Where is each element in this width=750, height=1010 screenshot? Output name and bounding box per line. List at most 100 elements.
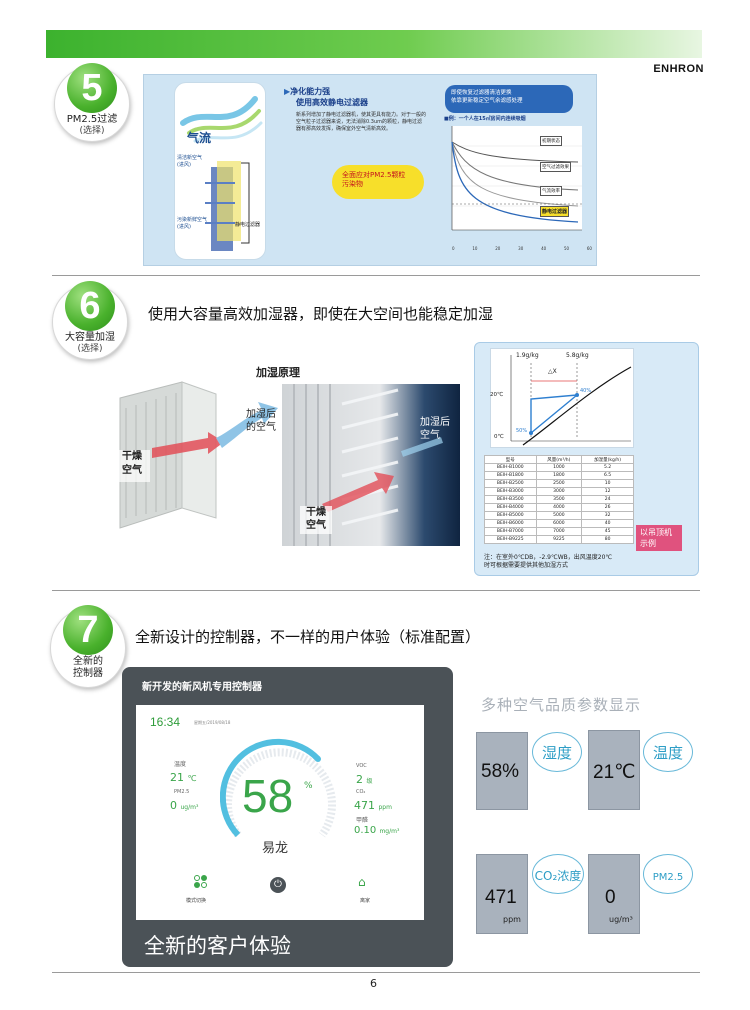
section-6-badge: 6 大容量加湿 (选择) [52, 281, 128, 360]
controller-screen: 16:34 星期五/2019/08/18 58 % 易龙 温度 21 ℃ PM2… [136, 705, 424, 920]
filter-label: 静电过滤器 [235, 222, 261, 228]
co2-label: CO₂ [356, 789, 366, 795]
pm-label: PM2.5 [174, 789, 190, 795]
home-label: 离家 [360, 898, 371, 904]
dry-air-label-2: 干燥 空气 [300, 506, 332, 534]
hcho-value: 0.10 mg/m³ [354, 825, 400, 836]
section-5-number: 5 [67, 63, 117, 113]
co2-value: 471 ppm [354, 799, 392, 812]
airflow-title: 气流 [187, 131, 212, 145]
home-icon[interactable]: ⌂ [358, 875, 366, 889]
chart-delta: △X [548, 368, 557, 375]
humidity-tile-value: 58% [481, 761, 520, 782]
pm25-tile: 0 ug/m³ [588, 854, 640, 934]
co2-tile-value: 471 [485, 887, 517, 908]
co2-tile-unit: ppm [503, 915, 521, 924]
humid-air-label-2: 加湿后 空气 [420, 417, 450, 441]
params-title: 多种空气品质参数显示 [481, 696, 642, 714]
chart-0c: 0℃ [494, 434, 504, 440]
table-header: 加湿量(kg/h) [581, 455, 634, 464]
airflow-card: 气流 清洁新空气 (进风) 污染新鲜空气 (进风) 静电过滤器 [174, 82, 266, 260]
co2-tile-label: CO₂浓度 [532, 854, 584, 894]
airflow-waves-icon [180, 96, 263, 143]
hcho-label: 甲醛 [356, 817, 369, 824]
voc-value: 2 级 [356, 773, 373, 786]
ceiling-unit-badge: 以吊顶机 示例 [636, 525, 682, 551]
humidity-gauge-icon [220, 738, 336, 838]
graph-label-flow: 气流效率 [540, 186, 562, 196]
device-caption: 全新的客户体验 [144, 934, 291, 958]
chart-50: 50% [516, 428, 528, 434]
feature-description: 新系列增加了静电过滤器机，使其更具有能力。对于一般的空气粒子过滤器来说，无法消除… [296, 112, 427, 132]
graph-label-air: 空气过滤效果 [540, 162, 571, 172]
filter-diagram-icon [205, 161, 250, 251]
section-7-heading: 全新设计的控制器，不一样的用户体验（标准配置） [135, 628, 481, 646]
section-6-heading: 使用大容量高效加湿器，即使在大空间也能稳定加湿 [148, 305, 494, 323]
pm25-tile-unit: ug/m³ [609, 915, 633, 924]
screen-date: 星期五/2019/08/18 [194, 720, 231, 725]
table-header-row: 型号 风量(m³/h) 加湿量(kg/h) [484, 455, 634, 464]
feature-title-1: ▶净化能力强 [284, 87, 331, 96]
chart-40: 40% [580, 388, 592, 394]
header-band [46, 30, 702, 58]
temperature-tile: 21℃ [588, 730, 640, 810]
filter-bubble: 即使恢复过滤器清洁更换 依靠更新稳定空气余滤感处理 [445, 85, 573, 113]
section-7-label: 全新的 控制器 [73, 656, 103, 679]
humidity-tile-label: 湿度 [532, 732, 582, 772]
humidity-unit: % [304, 781, 313, 791]
dry-air-label-1: 干燥 空气 [114, 450, 150, 482]
brand-name: ENHRON [653, 63, 704, 75]
co2-tile: 471 ppm [476, 854, 528, 934]
temperature-tile-label: 温度 [643, 732, 693, 772]
temperature-tile-value: 21℃ [593, 762, 636, 783]
graph-label-electrostatic: 静电过滤器 [540, 206, 570, 217]
temp-label: 温度 [174, 761, 187, 768]
pm25-tile-label: PM2.5 [643, 854, 693, 894]
section-7-number: 7 [63, 605, 113, 655]
clean-air-label: 清洁新空气 (进风) [177, 155, 203, 168]
chart-right-value: 5.8g/kg [566, 352, 589, 359]
power-icon[interactable]: ⏻ [270, 877, 286, 893]
mode-label: 模式切换 [186, 898, 207, 904]
section-6-sublabel: (选择) [77, 344, 103, 354]
section-5-sublabel: (选择) [79, 126, 105, 136]
divider-2 [52, 590, 700, 591]
humidity-value: 58 [242, 770, 294, 822]
section-7-badge: 7 全新的 控制器 [50, 605, 126, 688]
psychro-chart [490, 348, 634, 448]
principle-title: 加湿原理 [256, 366, 300, 379]
device-title: 新开发的新风机专用控制器 [142, 682, 262, 693]
graph-title: ■例：一个人在15㎡房间内连续吸烟 [444, 116, 526, 122]
chart-20c: 20℃ [490, 392, 504, 398]
pm25-callout: 全面应对PM2.5颗粒 污染物 [332, 165, 424, 199]
section-5-label: PM2.5过滤 [66, 114, 118, 125]
screen-time: 16:34 [150, 715, 181, 729]
section-6-label: 大容量加湿 [65, 332, 115, 343]
voc-label: VOC [356, 763, 367, 769]
mode-icon[interactable] [194, 875, 208, 889]
humidifier-block-illustration [119, 381, 278, 529]
humid-air-label-1: 加湿后 的空气 [246, 409, 276, 433]
polluted-air-label: 污染新鲜空气 (进风) [177, 217, 208, 230]
temp-value: 21 ℃ [170, 771, 197, 784]
humidifier-note: 注：在室外0℃DB，-2.9℃WB，出风温度20℃ 时可根据需要提供其他加湿方式 [484, 554, 613, 569]
smoke-decay-graph [451, 126, 582, 231]
humidity-tile: 58% [476, 732, 528, 810]
feature-title-2: 使用高效静电过滤器 [296, 98, 368, 107]
table-header: 型号 [484, 455, 537, 464]
psychro-curve [510, 355, 632, 446]
pm-value: 0 ug/m³ [170, 799, 199, 812]
page-number: 6 [370, 977, 377, 990]
divider-3 [52, 972, 700, 973]
